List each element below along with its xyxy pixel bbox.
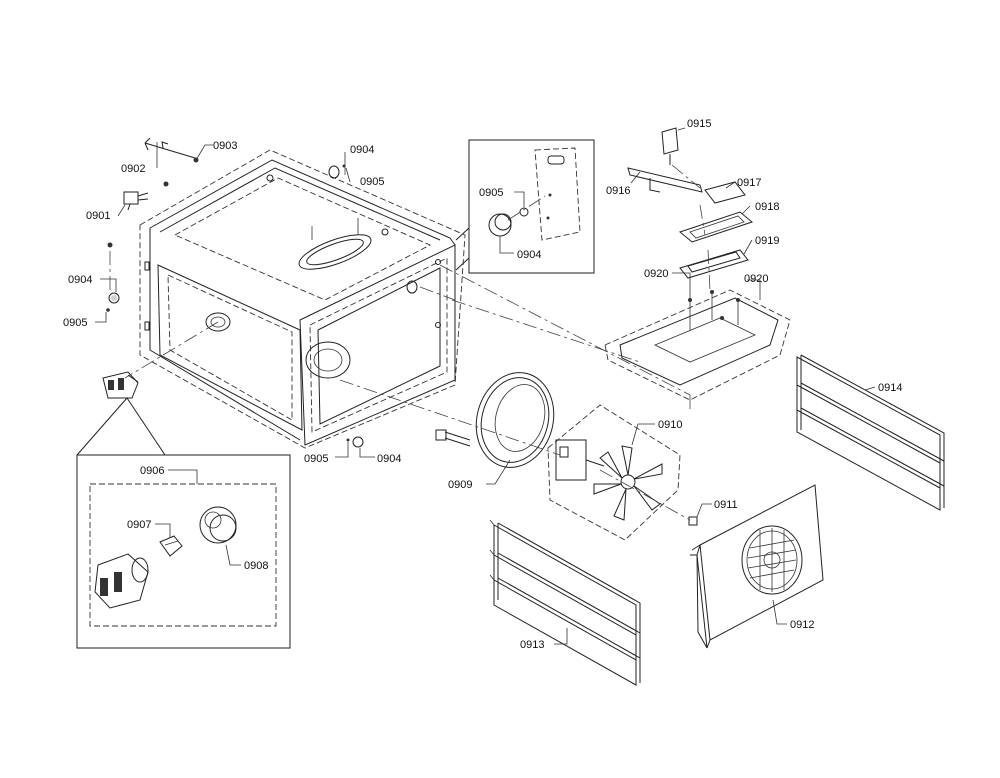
label-0920-left: 0920 <box>644 268 668 280</box>
oven-rack-0914 <box>796 354 945 511</box>
oven-cavity <box>139 149 466 449</box>
knob-0904-bottom <box>346 436 364 448</box>
label-0904-top: 0904 <box>350 144 374 156</box>
washer-0905-left <box>106 308 110 312</box>
label-0907: 0907 <box>127 519 151 531</box>
oven-rack-0913 <box>489 519 641 686</box>
label-0903: 0903 <box>213 140 237 152</box>
label-0916: 0916 <box>606 185 630 197</box>
lamp-glass-0920 <box>604 289 791 401</box>
gasket-0918 <box>678 211 754 243</box>
inset-detail-box <box>455 139 595 274</box>
lamp-cover-0904-left <box>108 292 120 304</box>
label-0902: 0902 <box>121 163 145 175</box>
label-0904-left: 0904 <box>68 274 92 286</box>
heating-element-0909 <box>435 372 555 468</box>
plate-0917 <box>704 181 746 204</box>
label-0913: 0913 <box>520 639 544 651</box>
label-0915: 0915 <box>687 118 711 130</box>
knob-0904-top <box>328 164 346 179</box>
fan-motor-0910 <box>547 404 681 541</box>
light-switch-0915 <box>661 127 679 165</box>
label-0910: 0910 <box>658 419 682 431</box>
assembly-centerlines <box>109 164 711 521</box>
rear-cover-0912 <box>690 484 824 649</box>
label-0919: 0919 <box>755 235 779 247</box>
screw-left <box>107 242 113 248</box>
label-0908: 0908 <box>244 560 268 572</box>
label-0905-bottom: 0905 <box>304 453 328 465</box>
bracket-0916 <box>627 167 703 193</box>
label-0904-inset: 0904 <box>517 249 541 261</box>
screw-small <box>163 181 169 187</box>
label-0920-right: 0920 <box>744 273 768 285</box>
label-0905-top: 0905 <box>360 176 384 188</box>
label-0911: 0911 <box>714 499 738 511</box>
label-0912: 0912 <box>790 619 814 631</box>
lamp-detail-box <box>76 397 291 649</box>
label-0905-left: 0905 <box>63 317 87 329</box>
label-0914: 0914 <box>878 382 902 394</box>
part-labels: 0902 0903 0901 0904 0905 0904 0905 0905 … <box>63 118 902 651</box>
label-0917: 0917 <box>737 177 761 189</box>
label-0909: 0909 <box>448 479 472 491</box>
label-0901: 0901 <box>86 210 110 222</box>
label-0906: 0906 <box>140 465 164 477</box>
label-0904-bottom: 0904 <box>377 453 401 465</box>
nut-0911 <box>688 516 698 526</box>
switch-0901 <box>123 191 149 211</box>
label-0905-inset: 0905 <box>479 187 503 199</box>
leader-lines <box>95 127 876 645</box>
label-0918: 0918 <box>755 201 779 213</box>
lamp-assembly-0906 <box>102 371 139 399</box>
sensor-probe-0902 <box>144 137 196 159</box>
gasket-0919 <box>679 249 749 279</box>
